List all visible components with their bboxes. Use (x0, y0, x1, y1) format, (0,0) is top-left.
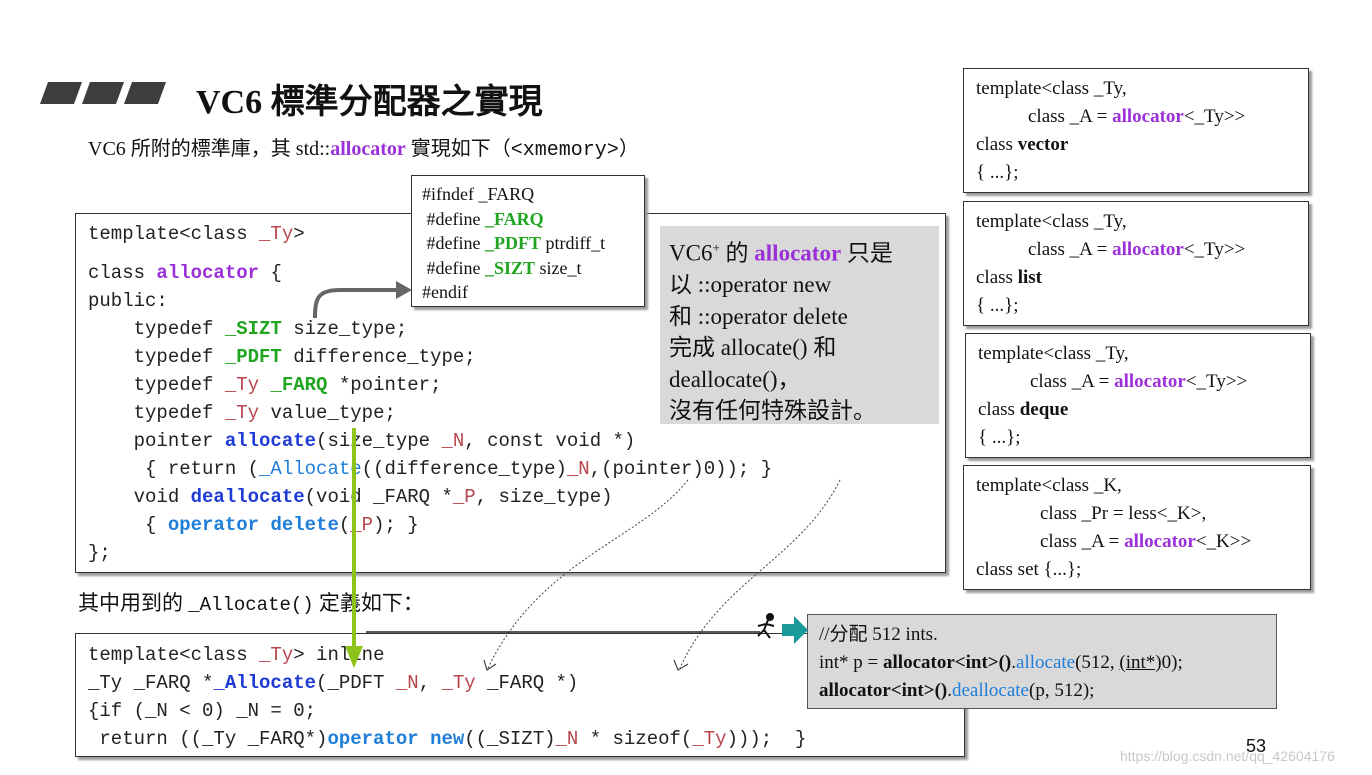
note-box: VC6+ 的 allocator 只是 以 ::operator new 和 :… (660, 226, 939, 424)
box-line: template<class _Ty, (978, 343, 1129, 364)
defines-arrow (313, 288, 396, 319)
page-title: VC6 標準分配器之實現 (196, 84, 543, 121)
define-line: #define _PDFT ptrdiff_t (422, 233, 606, 253)
code-line: typedef _Ty _FARQ *pointer; (88, 374, 442, 396)
code-line: typedef _PDFT difference_type; (88, 346, 476, 368)
note-line: 沒有任何特殊設計。 (669, 398, 876, 424)
subtitle-text: ） (618, 138, 639, 160)
note-line: 和 ::operator delete (669, 303, 848, 329)
code-line: { operator delete(_P); } (88, 514, 419, 536)
dotted-arrow-head (673, 659, 689, 671)
code-line: return ((_Ty _FARQ*)operator new((_SIZT)… (88, 728, 807, 750)
code-line: public: (88, 290, 168, 312)
box-line: class vector (976, 134, 1069, 155)
dotted-arrow-head (483, 659, 497, 671)
subtitle-header: <xmemory> (510, 139, 619, 162)
code-line: _Ty _FARQ *_Allocate(_PDFT _N, _Ty _FARQ… (88, 672, 579, 694)
subtitle-text: 實現如下（ (405, 138, 511, 160)
note-line: 完成 allocate() 和 (669, 335, 837, 361)
code-line: {if (_N < 0) _N = 0; (88, 700, 317, 722)
code-line: class allocator { (88, 262, 282, 284)
box-line: class _A = allocator<_Ty>> (1030, 371, 1248, 392)
note-line: VC6+ 的 allocator 只是 (669, 240, 893, 266)
watermark: https://blog.csdn.net/qq_42604176 (1120, 748, 1335, 764)
subtitle: VC6 所附的標準庫，其 std::allocator 實現如下（<xmemor… (88, 132, 639, 162)
green-arrow-head (345, 646, 363, 668)
define-line: #define _SIZT size_t (422, 257, 582, 278)
usage-line: int* p = allocator<int>().allocate(512, … (819, 652, 1183, 673)
code-line: { return (_Allocate((difference_type)_N,… (88, 458, 773, 480)
code-line: pointer allocate(size_type _N, const voi… (88, 430, 636, 452)
box-line: class set {...}; (976, 559, 1082, 580)
usage-line: //分配 512 ints. (819, 624, 938, 645)
define-line: #define _FARQ (422, 208, 544, 229)
note-line: deallocate()， (669, 366, 801, 392)
teal-arrow-icon (782, 616, 808, 644)
defines-arrow-head (396, 281, 412, 299)
deque-box: template<class _Ty, class _A = allocator… (965, 333, 1311, 458)
box-line: { ...}; (976, 162, 1019, 183)
set-box: template<class _K, class _Pr = less<_K>,… (963, 465, 1311, 590)
code-line: template<class _Ty> (88, 223, 305, 245)
box-line: template<class _Ty, (976, 211, 1127, 232)
box-line: { ...}; (978, 427, 1021, 448)
dotted-arrow (487, 479, 689, 669)
vector-box: template<class _Ty, class _A = allocator… (963, 68, 1309, 193)
defines-box: #ifndef _FARQ #define _FARQ #define _PDF… (411, 175, 645, 307)
code-line: template<class _Ty> inline (88, 644, 385, 666)
code-line: typedef _SIZT size_type; (88, 318, 408, 340)
box-line: class deque (978, 399, 1069, 420)
dotted-arrow (679, 479, 841, 669)
box-line: class _A = allocator<_Ty>> (1028, 106, 1246, 127)
define-line: #ifndef _FARQ (422, 184, 535, 204)
box-line: class _Pr = less<_K>, (1040, 503, 1207, 524)
subtitle-text: VC6 所附的標準庫，其 std:: (88, 138, 331, 160)
allocate-intro-text: 其中用到的 _Allocate() 定義如下： (78, 591, 424, 616)
note-line: 以 ::operator new (669, 272, 832, 298)
code-line: }; (88, 542, 111, 564)
box-line: class _A = allocator<_Ty>> (1028, 239, 1246, 260)
page-number: 53 (1246, 736, 1267, 756)
define-line: #endif (422, 282, 468, 302)
box-line: template<class _K, (976, 475, 1122, 496)
box-line: class _A = allocator<_K>> (1040, 531, 1252, 552)
box-line: { ...}; (976, 295, 1019, 316)
box-line: template<class _Ty, (976, 78, 1127, 99)
code-line: typedef _Ty value_type; (88, 402, 396, 424)
list-box: template<class _Ty, class _A = allocator… (963, 201, 1309, 326)
subtitle-allocator: allocator (330, 138, 406, 160)
usage-box: //分配 512 ints. int* p = allocator<int>()… (807, 614, 1277, 709)
usage-line: allocator<int>().deallocate(p, 512); (819, 680, 1095, 701)
box-line: class list (976, 267, 1042, 288)
running-figure-icon (757, 613, 775, 639)
code-line: void deallocate(void _FARQ *_P, size_typ… (88, 486, 613, 508)
